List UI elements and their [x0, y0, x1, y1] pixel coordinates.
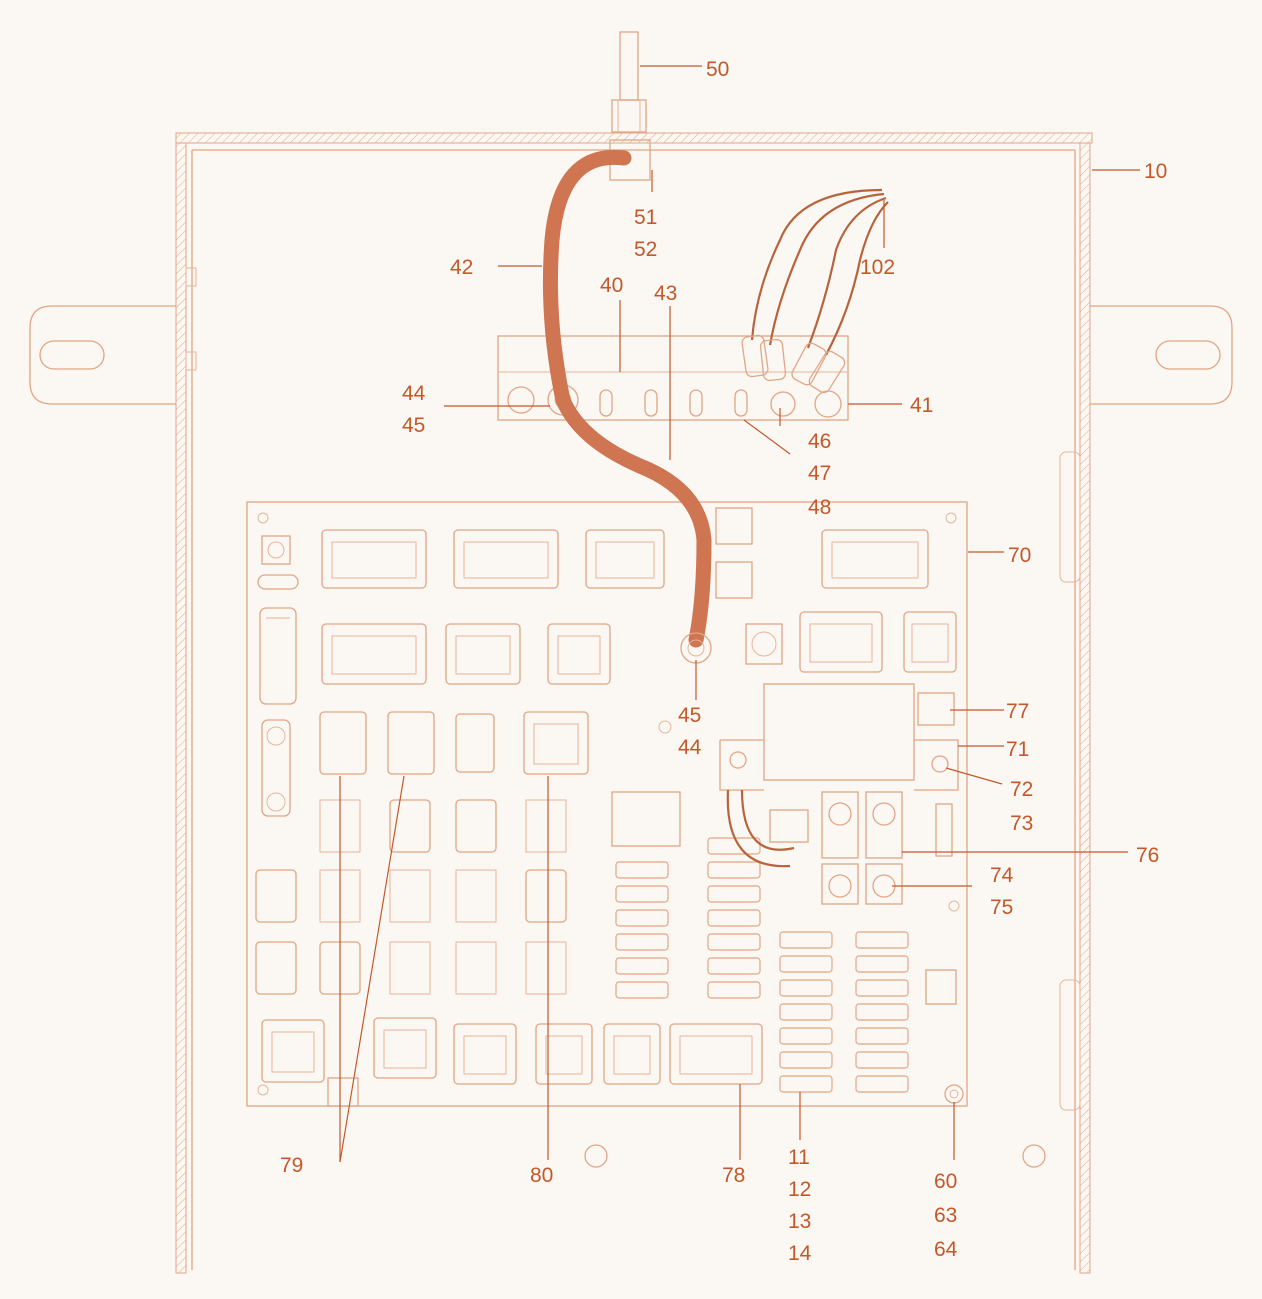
callout-43: 43 [654, 282, 677, 305]
callout-77: 77 [1006, 700, 1029, 723]
callout-12: 12 [788, 1178, 811, 1201]
callout-51: 51 [634, 206, 657, 229]
callout-44-top: 44 [402, 382, 426, 405]
hinge-tab-lower [1059, 979, 1081, 1111]
mounting-ear-right [1090, 305, 1233, 405]
callout-44-mid: 44 [678, 736, 702, 759]
relay-jumper-wires [726, 789, 795, 868]
connector-row-1 [257, 507, 929, 599]
callout-52: 52 [634, 238, 657, 261]
hinge-tab-upper [1059, 451, 1081, 583]
main-power-cable [542, 149, 712, 664]
callout-labels: 50 10 51 52 42 102 40 43 44 45 41 46 47 … [280, 58, 1167, 1265]
callout-73: 73 [1010, 812, 1033, 835]
callout-40: 40 [600, 274, 623, 297]
callout-74: 74 [990, 864, 1014, 887]
test-button [925, 969, 957, 1005]
callout-11: 11 [788, 1146, 810, 1169]
enclosure-box [175, 132, 1093, 1274]
callout-64: 64 [934, 1238, 958, 1261]
callout-10: 10 [1144, 160, 1167, 183]
callout-48: 48 [808, 496, 831, 519]
fuse-column-1 [615, 861, 669, 999]
callout-47: 47 [808, 462, 831, 485]
fuse-column-3 [779, 931, 833, 1093]
callout-71: 71 [1006, 738, 1029, 761]
mount-hole-right [1022, 1144, 1046, 1168]
callout-50: 50 [706, 58, 729, 81]
callout-63: 63 [934, 1204, 957, 1227]
callout-72: 72 [1010, 778, 1033, 801]
callout-76: 76 [1136, 844, 1159, 867]
fuse-column-2 [707, 837, 761, 999]
leader-lines [339, 65, 1140, 1163]
wire-harness [741, 188, 889, 394]
callout-79: 79 [280, 1154, 303, 1177]
mounting-ear-left [29, 305, 176, 405]
callout-45-mid: 45 [678, 704, 701, 727]
callout-102: 102 [860, 256, 895, 279]
callout-13: 13 [788, 1210, 811, 1233]
feedthrough-stud [609, 31, 651, 181]
callout-60: 60 [934, 1170, 957, 1193]
callout-70: 70 [1008, 544, 1031, 567]
mini-relay-grid [255, 799, 567, 995]
connector-row-2 [259, 607, 957, 705]
callout-14: 14 [788, 1242, 812, 1265]
circuit-board [246, 501, 968, 1107]
callout-45-top: 45 [402, 414, 425, 437]
relay-module [719, 683, 960, 912]
connector-row-3 [261, 711, 681, 847]
callout-41: 41 [910, 394, 933, 417]
callout-42: 42 [450, 256, 473, 279]
mount-hole-left [584, 1144, 608, 1168]
callout-75: 75 [990, 896, 1013, 919]
callout-46: 46 [808, 430, 831, 453]
callout-78: 78 [722, 1164, 745, 1187]
fuse-column-4 [855, 931, 909, 1093]
callout-80: 80 [530, 1164, 553, 1187]
